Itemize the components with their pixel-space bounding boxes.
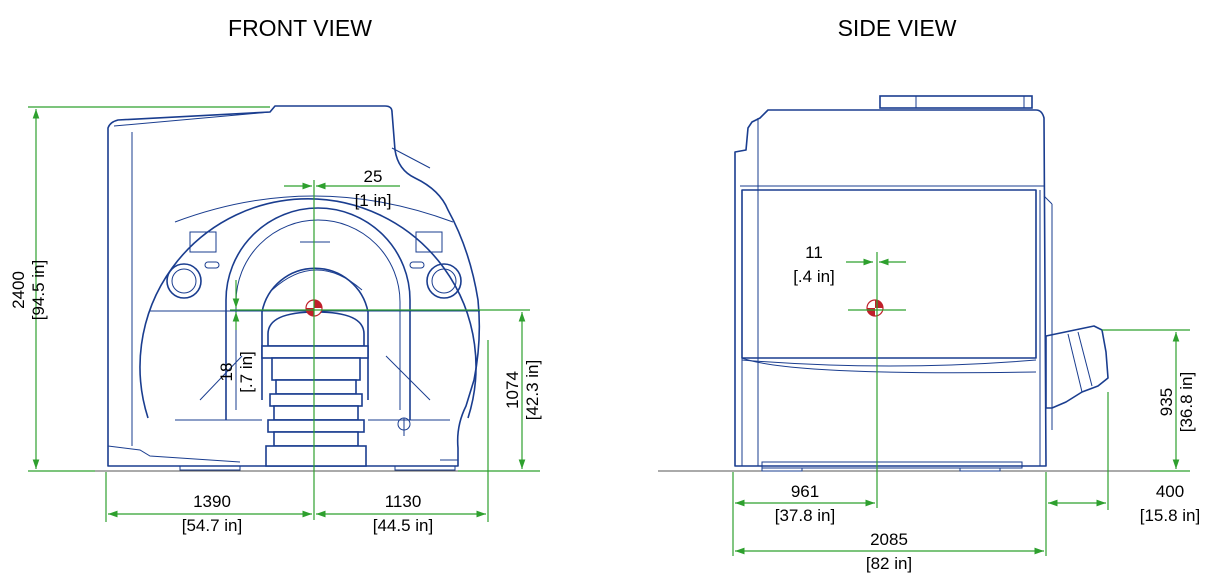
front-left-width-dimension: 1390 [54.7 in] xyxy=(108,492,312,535)
front-offset-vertical-sub: [.7 in] xyxy=(237,351,256,393)
side-total-depth-value: 2085 xyxy=(870,530,908,549)
front-bore-opening xyxy=(261,267,369,400)
front-iso-height-sub: [42.3 in] xyxy=(523,360,542,421)
side-table-height-sub: [36.8 in] xyxy=(1177,372,1196,433)
side-iso-depth-dimension: 961 [37.8 in] xyxy=(735,482,875,525)
front-height-value: 2400 xyxy=(9,271,28,309)
front-iso-height-value: 1074 xyxy=(503,371,522,409)
side-top-box xyxy=(879,95,1033,109)
front-offset-vertical-value: 18 xyxy=(217,363,236,382)
front-right-width-value: 1130 xyxy=(385,492,422,511)
front-offset-top-value: 25 xyxy=(364,167,383,186)
front-table-top xyxy=(267,311,365,347)
front-height-dimension: 2400 [94.5 in] xyxy=(9,106,270,472)
front-left-display xyxy=(189,231,217,253)
front-offset-vertical-dimension: 18 [.7 in] xyxy=(217,280,256,393)
front-right-width-sub: [44.5 in] xyxy=(373,516,434,535)
side-offset-sub: [.4 in] xyxy=(793,267,835,286)
front-left-width-value: 1390 xyxy=(193,492,231,511)
front-iso-height-dimension: 1074 [42.3 in] xyxy=(458,312,542,472)
side-view-title: SIDE VIEW xyxy=(838,15,957,41)
side-isocenter-marker xyxy=(866,299,884,317)
front-table-column xyxy=(265,357,367,467)
side-table-ext-value: 400 xyxy=(1156,482,1184,501)
front-housing-outline xyxy=(107,105,481,467)
side-table-ext-sub: [15.8 in] xyxy=(1140,506,1201,525)
front-left-width-sub: [54.7 in] xyxy=(182,516,243,535)
front-offset-top-sub: [1 in] xyxy=(355,191,392,210)
side-table-ext-dimension: 400 [15.8 in] xyxy=(1048,482,1200,525)
front-right-display xyxy=(415,231,443,253)
side-table-height-value: 935 xyxy=(1157,388,1176,416)
side-view: 11 [.4 in] 935 [36.8 in] 961 [37.8 in] 4… xyxy=(658,95,1200,573)
side-housing-outline xyxy=(734,109,1047,467)
side-table-extension xyxy=(1045,325,1109,409)
front-view: 2400 [94.5 in] 25 [1 in] 18 [.7 in] 1074… xyxy=(9,105,542,535)
side-iso-depth-sub: [37.8 in] xyxy=(775,506,836,525)
front-table-rail xyxy=(261,345,369,359)
side-cover-panel xyxy=(741,189,1037,359)
front-right-width-dimension: 1130 [44.5 in] xyxy=(316,492,486,535)
front-offset-top-dimension: 25 [1 in] xyxy=(284,167,400,210)
front-right-port xyxy=(426,263,462,299)
side-table-height-dimension: 935 [36.8 in] xyxy=(1102,329,1196,472)
side-iso-depth-value: 961 xyxy=(791,482,819,501)
side-total-depth-dimension: 2085 [82 in] xyxy=(735,530,1044,573)
front-outer-ring xyxy=(139,198,477,419)
side-offset-dimension: 11 [.4 in] xyxy=(793,243,906,286)
front-bore-ring xyxy=(225,207,411,420)
front-left-port xyxy=(166,263,202,299)
side-offset-value: 11 xyxy=(805,243,823,262)
front-height-sub: [94.5 in] xyxy=(29,260,48,321)
front-view-title: FRONT VIEW xyxy=(228,15,372,41)
side-total-depth-sub: [82 in] xyxy=(866,554,912,573)
